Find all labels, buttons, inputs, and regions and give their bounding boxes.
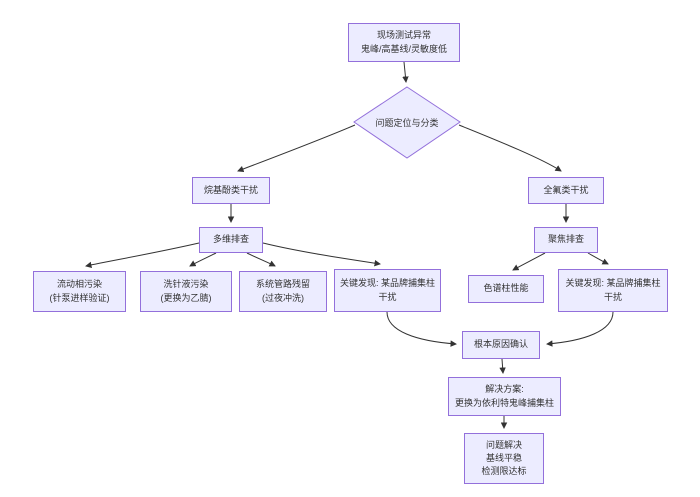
edge-focuscheck-columnperformance xyxy=(512,252,546,271)
node-mobile-phase-line2: (针泵进样验证) xyxy=(49,292,110,303)
node-mobile-phase-contamination: 流动相污染 (针泵进样验证) xyxy=(33,271,126,312)
node-root-cause: 根本原因确认 xyxy=(462,331,540,359)
edge-multicheck-keyfindingleft xyxy=(262,242,381,267)
node-key-finding-left: 关键发现: 某品牌捕集柱干扰 xyxy=(334,269,441,312)
decision-diamond-shape xyxy=(353,86,461,159)
node-key-finding-right: 关键发现: 某品牌捕集柱干扰 xyxy=(558,269,668,312)
node-needle-wash-contamination: 洗针液污染 (更换为乙腈) xyxy=(140,271,232,312)
edge-keyfindingright-rootcause xyxy=(546,311,614,347)
edge-focuscheck-keyfindingright xyxy=(587,252,609,265)
edge-multicheck-pipeline xyxy=(246,252,276,267)
node-alkylphenol-interference: 烷基酚类干扰 xyxy=(192,177,270,204)
node-pipeline-residue-line2: (过夜冲洗) xyxy=(261,292,304,303)
node-resolved-line2: 基线平稳 xyxy=(485,452,522,463)
edge-multicheck-needlewash xyxy=(189,252,217,267)
node-start-line2: 鬼峰/高基线/灵敏度低 xyxy=(360,43,447,54)
node-solution-line1: 解决方案: xyxy=(485,384,524,395)
node-pipeline-residue-line1: 系统管路残留 xyxy=(255,279,310,290)
node-solution-line2: 更换为依利特鬼峰捕集柱 xyxy=(454,397,554,408)
node-needle-wash-line1: 洗针液污染 xyxy=(163,279,209,290)
node-start-line1: 现场测试异常 xyxy=(376,30,431,41)
node-resolved: 问题解决 基线平稳 检测限达标 xyxy=(464,433,544,484)
node-resolved-line3: 检测限达标 xyxy=(481,466,527,477)
node-resolved-line1: 问题解决 xyxy=(485,439,522,450)
node-focus-check: 聚焦排查 xyxy=(534,227,598,253)
edge-keyfindingleft-rootcause xyxy=(386,311,457,347)
edge-rootcause-solution xyxy=(499,358,506,374)
node-classify-decision: 问题定位与分类 xyxy=(375,118,439,128)
node-needle-wash-line2: (更换为乙腈) xyxy=(160,292,212,303)
node-mobile-phase-line1: 流动相污染 xyxy=(56,279,102,290)
node-perfluoro-interference: 全氟类干扰 xyxy=(528,177,604,204)
edge-classify-alkylphenol xyxy=(237,124,356,173)
node-multi-check: 多维排查 xyxy=(199,227,263,253)
edge-start-classify xyxy=(402,61,409,83)
edge-multicheck-mobilephase xyxy=(85,242,200,269)
node-column-performance: 色谱柱性能 xyxy=(468,275,544,303)
node-pipeline-residue: 系统管路残留 (过夜冲洗) xyxy=(239,271,327,312)
node-solution: 解决方案: 更换为依利特鬼峰捕集柱 xyxy=(448,377,561,416)
edge-classify-perfluoro xyxy=(458,124,562,172)
node-start: 现场测试异常 鬼峰/高基线/灵敏度低 xyxy=(348,23,460,62)
